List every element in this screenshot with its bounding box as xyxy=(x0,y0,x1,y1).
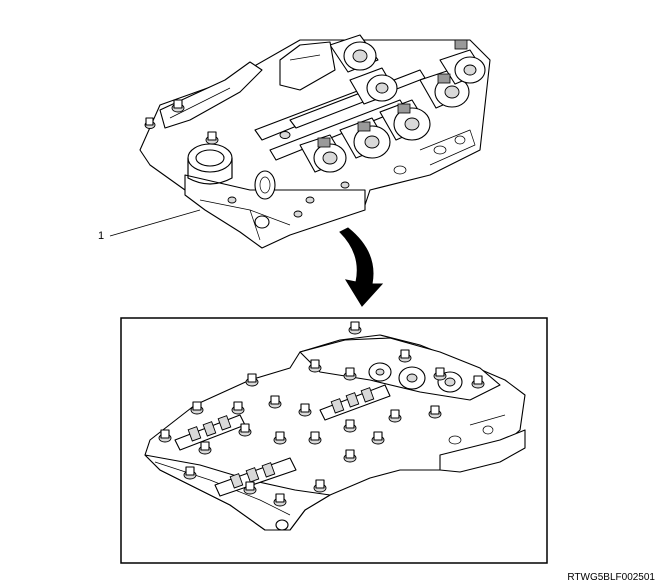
detail-frame xyxy=(120,317,548,564)
top-bolt xyxy=(171,99,185,113)
bolt xyxy=(371,431,385,445)
top-bolt xyxy=(205,131,219,145)
solenoid xyxy=(439,49,486,85)
spool-valve xyxy=(319,384,391,421)
bolt xyxy=(313,479,327,493)
bolt xyxy=(190,401,204,415)
bolt xyxy=(158,429,172,443)
bolt xyxy=(273,493,287,507)
callout-1-leader xyxy=(109,209,201,237)
bolt xyxy=(308,359,322,373)
top-bolt xyxy=(305,196,315,204)
bolt xyxy=(308,431,322,445)
top-bolt xyxy=(340,181,350,189)
bolt xyxy=(471,375,485,389)
figure-code: RTWG5BLF002501 xyxy=(567,572,655,583)
bolt xyxy=(268,395,282,409)
solenoid xyxy=(299,134,347,173)
solenoid xyxy=(419,69,470,109)
bolt xyxy=(348,321,362,335)
bolt xyxy=(298,403,312,417)
bolt xyxy=(198,441,212,455)
bolt xyxy=(245,373,259,387)
top-bolt xyxy=(293,210,303,218)
valve-body-assembly xyxy=(144,321,526,531)
bolt xyxy=(243,481,257,495)
control-valve-assembly xyxy=(139,34,491,249)
solenoid xyxy=(329,34,379,73)
top-bolt xyxy=(227,196,237,204)
bolt xyxy=(388,409,402,423)
bolt xyxy=(433,367,447,381)
top-bolt xyxy=(279,131,291,139)
spool-valve xyxy=(214,457,297,497)
valve-body-bolts xyxy=(158,321,485,507)
bolt xyxy=(238,423,252,437)
bolt xyxy=(231,401,245,415)
solenoid xyxy=(368,362,392,382)
top-bolt xyxy=(144,117,156,129)
bolt xyxy=(183,466,197,480)
bolt xyxy=(343,367,357,381)
solenoid xyxy=(349,67,398,105)
accumulator-bore xyxy=(187,143,233,185)
bolt xyxy=(343,419,357,433)
bolt xyxy=(343,449,357,463)
solenoid xyxy=(398,366,426,390)
callout-label-1: 1 xyxy=(98,230,105,242)
solenoid xyxy=(379,99,431,141)
bolt xyxy=(398,349,412,363)
removal-arrow xyxy=(339,227,384,307)
bolt xyxy=(428,405,442,419)
solenoid xyxy=(339,117,391,159)
bolt xyxy=(273,431,287,445)
